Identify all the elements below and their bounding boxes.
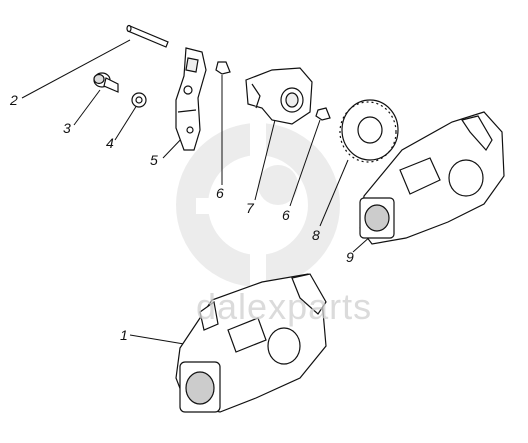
watermark-text: dalexparts <box>196 286 373 327</box>
callout-6a: 6 <box>216 185 224 201</box>
callout-7: 7 <box>246 200 254 216</box>
callout-1: 1 <box>120 327 128 343</box>
hinge-arm-part <box>245 67 313 125</box>
spring-clip-part <box>215 61 231 75</box>
leader-line-6b <box>289 119 321 207</box>
pin-part <box>126 24 169 48</box>
leader-line-2 <box>21 39 131 99</box>
callout-3: 3 <box>63 120 71 136</box>
leader-lines <box>21 39 373 346</box>
coupling-head-assembly <box>175 273 327 413</box>
gp-monogram-logo <box>176 118 340 293</box>
leader-line-4 <box>114 104 138 141</box>
leader-line-3 <box>73 89 101 126</box>
callout-8: 8 <box>312 227 320 243</box>
bolt-part <box>93 72 119 93</box>
leader-line-1 <box>129 334 191 346</box>
lever-part <box>175 47 207 151</box>
callout-2: 2 <box>10 92 18 108</box>
callout-9: 9 <box>346 249 354 265</box>
leader-line-7 <box>254 119 276 201</box>
spring-clip-part-2 <box>315 107 331 121</box>
leader-line-8 <box>319 159 349 227</box>
coupling-head-part <box>359 111 505 245</box>
callout-4: 4 <box>106 135 114 151</box>
callout-5: 5 <box>150 152 158 168</box>
callout-6b: 6 <box>282 207 290 223</box>
washer-part <box>131 92 147 108</box>
seal-ring-part <box>339 99 399 163</box>
